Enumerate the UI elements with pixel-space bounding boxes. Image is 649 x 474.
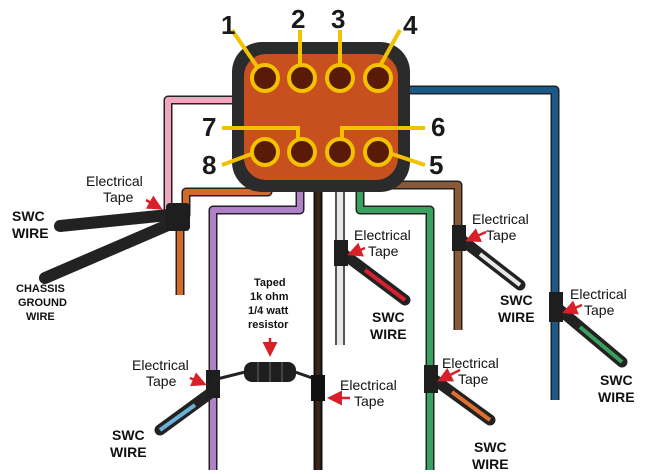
pin-number-3: 3 — [331, 4, 345, 34]
arrow-tape-pin6 — [347, 242, 366, 257]
resistor-label-line3: 1/4 watt — [248, 305, 289, 317]
tape-splice-left — [166, 203, 190, 231]
arrows — [145, 195, 583, 406]
chassis-label-line3: WIRE — [26, 311, 55, 323]
tape-pin2-black — [311, 375, 325, 401]
pin-number-1: 1 — [221, 10, 235, 40]
pin-7 — [287, 137, 317, 167]
swc-wire-pin3-line2: WIRE — [472, 456, 509, 472]
tape-label-pin3-line2: Tape — [458, 371, 489, 387]
swc-branch-pin7 — [154, 370, 220, 436]
swc-branch-pin3 — [424, 365, 496, 426]
pin-number-6: 6 — [431, 112, 445, 142]
pin-number-4: 4 — [403, 10, 418, 40]
swc-wire-pin6-line2: WIRE — [370, 326, 407, 342]
swc-wire-pin5-line2: WIRE — [498, 309, 535, 325]
tape-label-pin2-line2: Tape — [354, 393, 385, 409]
swc-wire-pin7-line1: SWC — [112, 427, 145, 443]
pin-6 — [325, 137, 355, 167]
tape-label-pin2-line1: Electrical — [340, 377, 397, 393]
tape-label-pin5-line1: Electrical — [472, 211, 529, 227]
swc-wire-pin6-line1: SWC — [372, 309, 405, 325]
swc-branch-pin4 — [549, 292, 628, 368]
resistor-label-line1: Taped — [254, 277, 286, 289]
pin-8 — [250, 137, 280, 167]
swc-wire-left-line2: WIRE — [12, 225, 49, 241]
pin-numbers: 1 2 3 4 5 6 7 8 — [202, 4, 445, 180]
tape-label-pin4-line1: Electrical — [570, 286, 627, 302]
pin-5 — [363, 137, 393, 167]
swc-branch-pin6 — [334, 240, 411, 306]
pin-number-7: 7 — [202, 112, 216, 142]
tape-label-pin7-line1: Electrical — [132, 357, 189, 373]
pin-number-8: 8 — [202, 150, 216, 180]
arrow-tape-pin3 — [437, 367, 461, 382]
resistor — [212, 362, 319, 382]
swc-wire-pin4-line2: WIRE — [598, 389, 635, 405]
swc-wire-left-line1: SWC — [12, 208, 45, 224]
pin-3 — [325, 63, 355, 93]
tape-label-pin4-line2: Tape — [584, 302, 615, 318]
wire-swc-left — [54, 208, 184, 232]
pin-number-2: 2 — [291, 4, 305, 34]
swc-branch-pin5 — [452, 225, 526, 291]
tape-label-splice-line2: Tape — [103, 189, 134, 205]
pins — [250, 63, 393, 167]
labels: Electrical Tape SWC WIRE CHASSIS GROUND … — [12, 173, 635, 472]
swc-wire-pin5-line1: SWC — [500, 292, 533, 308]
pin-4 — [363, 63, 393, 93]
arrow-tape-splice — [145, 195, 163, 210]
swc-wire-pin7-line2: WIRE — [110, 444, 147, 460]
wire-chassis-ground — [39, 216, 181, 284]
arrow-tape-pin5 — [465, 228, 487, 242]
chassis-label-line2: GROUND — [18, 297, 67, 309]
resistor-label-line4: resistor — [248, 319, 289, 331]
chassis-label-line1: CHASSIS — [16, 283, 65, 295]
tape-label-splice-line1: Electrical — [86, 173, 143, 189]
arrow-tape-pin4 — [562, 300, 583, 315]
tape-label-pin5-line2: Tape — [486, 227, 517, 243]
pin-2 — [287, 63, 317, 93]
tape-label-pin7-line2: Tape — [146, 373, 177, 389]
swc-wire-pin3-line1: SWC — [474, 439, 507, 455]
tape-label-pin3-line1: Electrical — [442, 355, 499, 371]
arrow-tape-pin7 — [189, 372, 207, 387]
swc-wire-pin4-line1: SWC — [600, 372, 633, 388]
pin-number-5: 5 — [429, 150, 443, 180]
pin-1 — [250, 63, 280, 93]
resistor-label-line2: 1k ohm — [250, 291, 289, 303]
tape-label-pin6-line1: Electrical — [354, 227, 411, 243]
tape-label-pin6-line2: Tape — [368, 243, 399, 259]
connector-body — [244, 54, 398, 180]
